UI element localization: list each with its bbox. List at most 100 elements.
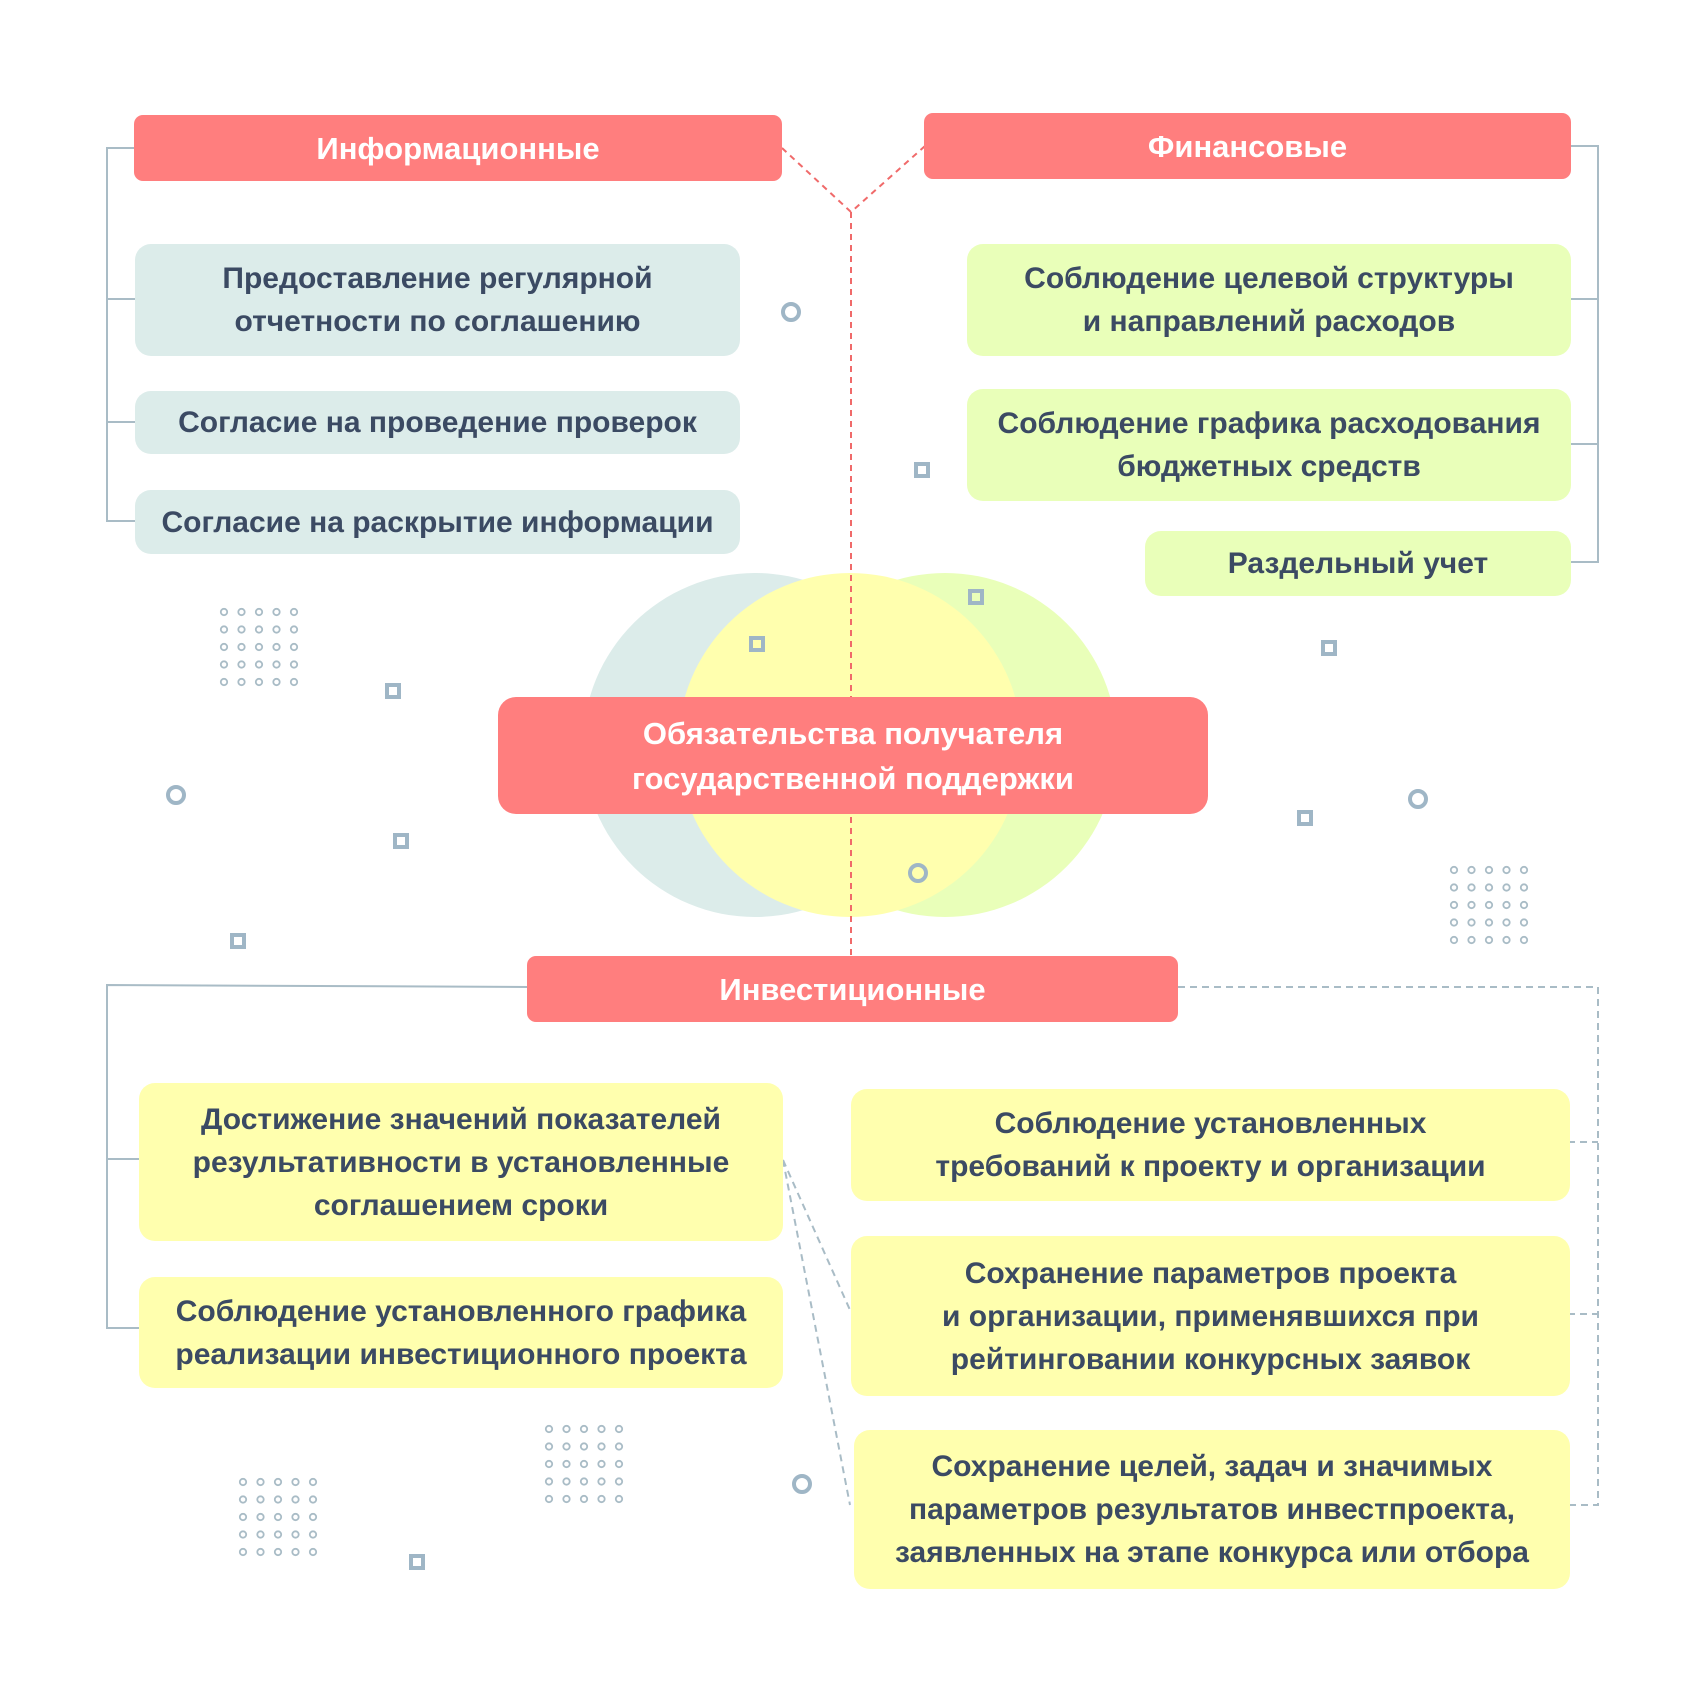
bracket-investment-left (106, 983, 529, 1329)
dot-decoration (1502, 900, 1511, 910)
dot-decoration (544, 1424, 554, 1434)
square-decoration (393, 833, 409, 849)
square-decorations (230, 462, 1337, 1570)
dot-decoration (1449, 935, 1459, 945)
invest-right-item-2: Сохранение параметров проекта и организа… (851, 1236, 1570, 1396)
center-title-box: Обязательства получателя государственной… (498, 697, 1208, 814)
dot-decoration (562, 1494, 571, 1504)
dot-decoration (579, 1442, 589, 1451)
dot-decoration (256, 1495, 265, 1504)
dot-decoration (308, 1530, 318, 1539)
ring-decorations (166, 302, 1428, 1494)
dot-decoration (272, 660, 281, 669)
dot-decoration (1467, 935, 1476, 945)
dot-decoration (597, 1442, 606, 1451)
dot-decoration (238, 1512, 248, 1522)
dot-decoration (597, 1424, 606, 1434)
dot-decoration (308, 1547, 318, 1557)
finance-item-3: Раздельный учет (1145, 531, 1571, 596)
dot-decoration (1502, 918, 1511, 927)
dot-decoration (291, 1547, 300, 1557)
dot-decoration (597, 1477, 606, 1486)
dot-decoration (272, 642, 281, 652)
dot-decoration (273, 1547, 283, 1557)
square-decoration (230, 933, 246, 949)
dot-decoration (237, 642, 246, 652)
dot-decoration (289, 660, 299, 669)
dot-decoration (289, 625, 299, 634)
bracket-informational (106, 147, 135, 522)
square-decoration (914, 462, 930, 478)
dot-decoration (597, 1459, 606, 1469)
dot-decoration (597, 1494, 606, 1504)
square-decoration (968, 589, 984, 605)
dot-decoration (289, 677, 299, 687)
dot-decoration (562, 1442, 571, 1451)
info-item-1: Предоставление регулярной отчетности по … (135, 244, 740, 356)
dot-decoration (614, 1424, 624, 1434)
square-decoration (1321, 640, 1337, 656)
invest-right-item-1: Соблюдение установленных требований к пр… (851, 1089, 1570, 1201)
dot-decoration (544, 1459, 554, 1469)
dot-decoration (544, 1477, 554, 1486)
dot-decoration (237, 607, 246, 617)
invest-left-item-1: Достижение значений показателей результа… (139, 1083, 783, 1241)
dot-decoration (238, 1530, 248, 1539)
dot-decoration (1467, 900, 1476, 910)
dot-grid-decorations (219, 607, 1529, 1557)
invest-right-item-3: Сохранение целей, задач и значимых парам… (854, 1430, 1570, 1589)
dot-decoration (272, 677, 281, 687)
dot-decoration (1467, 918, 1476, 927)
dot-decoration (219, 607, 229, 617)
dot-decoration (291, 1512, 300, 1522)
square-decoration (409, 1554, 425, 1570)
dot-decoration (1467, 865, 1476, 875)
dot-decoration (614, 1494, 624, 1504)
dot-decoration (237, 625, 246, 634)
dot-decoration (291, 1495, 300, 1504)
dot-decoration (579, 1494, 589, 1504)
dot-decoration (1519, 865, 1529, 875)
dot-decoration (289, 642, 299, 652)
header-informational: Информационные (134, 115, 782, 181)
dot-decoration (562, 1477, 571, 1486)
ring-decoration (1408, 789, 1428, 809)
dot-decoration (291, 1477, 300, 1487)
dot-decoration (614, 1442, 624, 1451)
dot-decoration (273, 1495, 283, 1504)
square-decoration (385, 683, 401, 699)
dot-decoration (308, 1477, 318, 1487)
dot-decoration (238, 1477, 248, 1487)
dot-decoration (1484, 918, 1494, 927)
header-dashed-connectors (781, 145, 926, 955)
dot-decoration (544, 1494, 554, 1504)
bracket-connectors (106, 145, 1599, 1329)
dot-decoration (544, 1442, 554, 1451)
dot-decoration (254, 660, 264, 669)
dot-decoration (254, 607, 264, 617)
dot-decoration (308, 1512, 318, 1522)
dot-decoration (254, 642, 264, 652)
dot-decoration (1449, 883, 1459, 892)
ring-decoration (792, 1474, 812, 1494)
dot-decoration (254, 677, 264, 687)
dashed-connector-info (781, 147, 852, 213)
dot-decoration (1484, 935, 1494, 945)
dot-decoration (238, 1495, 248, 1504)
dot-decoration (256, 1530, 265, 1539)
dot-decoration (1467, 883, 1476, 892)
dot-decoration (1502, 883, 1511, 892)
dot-decoration (1519, 918, 1529, 927)
dot-decoration (219, 660, 229, 669)
dot-decoration (1519, 935, 1529, 945)
header-investment: Инвестиционные (527, 956, 1178, 1022)
bracket-inv-right-outline (1178, 986, 1599, 1506)
dot-decoration (1519, 883, 1529, 892)
dot-decoration (273, 1530, 283, 1539)
dot-decoration (308, 1495, 318, 1504)
info-item-2: Согласие на проведение проверок (135, 391, 740, 454)
dot-decoration (219, 642, 229, 652)
dot-decoration (1502, 935, 1511, 945)
fan-line-1 (782, 1159, 851, 1311)
